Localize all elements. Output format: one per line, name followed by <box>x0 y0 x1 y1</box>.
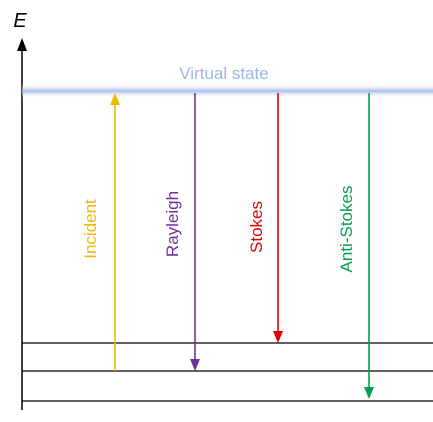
energy-axis-arrowhead <box>17 38 27 51</box>
virtual-state-label: Virtual state <box>179 64 268 83</box>
rayleigh-label: Rayleigh <box>163 191 182 257</box>
virtual-state-band <box>22 84 433 98</box>
incident-label: Incident <box>81 199 100 259</box>
rayleigh-arrowhead <box>190 359 200 371</box>
stokes-label: Stokes <box>247 201 266 253</box>
anti-stokes-label: Anti-Stokes <box>337 186 356 273</box>
anti-stokes-arrowhead <box>364 387 374 399</box>
incident-arrowhead <box>110 93 120 105</box>
stokes-arrowhead <box>273 331 283 343</box>
energy-axis-label: E <box>13 10 27 32</box>
